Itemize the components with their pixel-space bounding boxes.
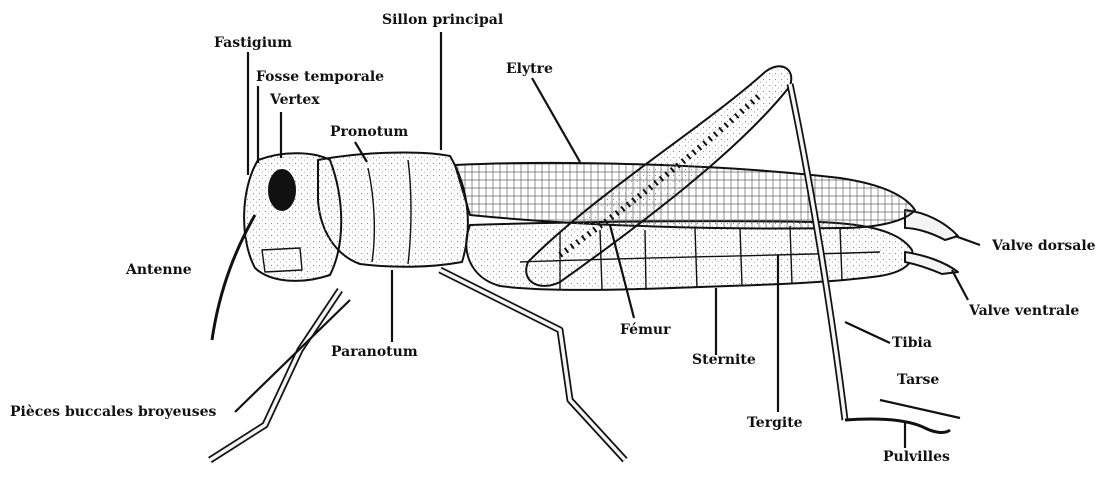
label-valve-dorsale: Valve dorsale (992, 238, 1096, 254)
label-sternite: Sternite (692, 352, 756, 368)
label-valve-ventrale: Valve ventrale (969, 303, 1079, 319)
label-femur: Fémur (620, 322, 670, 338)
label-fosse-temporale: Fosse temporale (256, 69, 384, 85)
front-leg (210, 290, 340, 460)
leader-tarse (880, 400, 960, 418)
label-tarse: Tarse (897, 372, 939, 388)
label-fastigium: Fastigium (214, 35, 292, 51)
ovipositor (905, 210, 958, 274)
label-sillon-principal: Sillon principal (382, 12, 503, 28)
leader-tibia (845, 322, 890, 343)
label-paranotum: Paranotum (331, 344, 418, 360)
head (244, 153, 341, 281)
label-antenne: Antenne (126, 262, 192, 278)
label-pieces-buccales: Pièces buccales broyeuses (10, 404, 216, 420)
label-pulvilles: Pulvilles (883, 449, 950, 465)
leader-valve-ventrale (952, 270, 968, 300)
label-tibia: Tibia (892, 335, 932, 351)
label-elytre: Elytre (506, 61, 553, 77)
label-pronotum: Pronotum (330, 124, 408, 140)
leader-elytre (532, 78, 580, 162)
label-vertex: Vertex (270, 92, 320, 108)
leader-valve-dorsale (955, 236, 980, 245)
label-tergite: Tergite (747, 415, 803, 431)
middle-leg (440, 270, 625, 460)
